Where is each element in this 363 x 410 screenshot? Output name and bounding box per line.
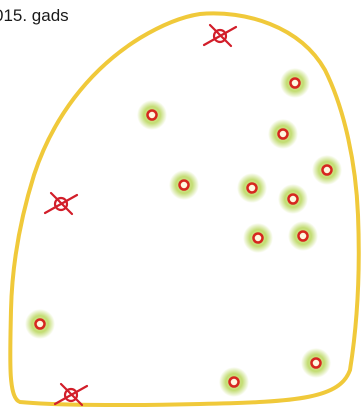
- marker-ring: [312, 359, 321, 368]
- marker-ring: [323, 166, 332, 175]
- removed-marker-icon: [45, 193, 77, 214]
- live-marker-icon: [25, 309, 55, 339]
- live-marker-icon: [169, 170, 199, 200]
- marker-ring: [254, 234, 263, 243]
- live-marker-icon: [137, 100, 167, 130]
- live-marker-icon: [312, 155, 342, 185]
- removed-marker-icon: [204, 25, 236, 46]
- live-marker-icon: [237, 173, 267, 203]
- marker-ring: [289, 195, 298, 204]
- live-markers-layer: [25, 68, 342, 397]
- marker-ring: [291, 79, 300, 88]
- marker-ring: [180, 181, 189, 190]
- marker-ring: [299, 232, 308, 241]
- live-marker-icon: [268, 119, 298, 149]
- marker-ring: [248, 184, 257, 193]
- removed-markers-layer: [45, 25, 236, 405]
- marker-ring: [230, 378, 239, 387]
- live-marker-icon: [219, 367, 249, 397]
- removed-marker-icon: [55, 384, 87, 405]
- live-marker-icon: [288, 221, 318, 251]
- live-marker-icon: [243, 223, 273, 253]
- live-marker-icon: [280, 68, 310, 98]
- live-marker-icon: [278, 184, 308, 214]
- marker-ring: [279, 130, 288, 139]
- live-marker-icon: [301, 348, 331, 378]
- marker-ring: [36, 320, 45, 329]
- marker-ring: [148, 111, 157, 120]
